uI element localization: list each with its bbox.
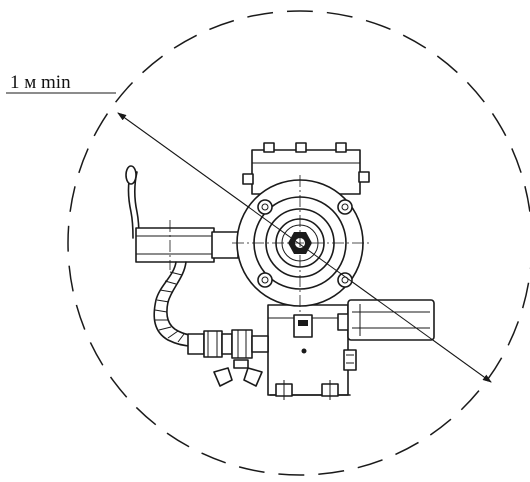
flexible-hose: [153, 261, 193, 347]
ball-valve: [187, 329, 269, 387]
dimension-label: 1 м min: [10, 72, 71, 93]
main-flange: [232, 175, 370, 312]
clearance-circle: [67, 10, 530, 476]
lever-assembly: [125, 165, 239, 270]
